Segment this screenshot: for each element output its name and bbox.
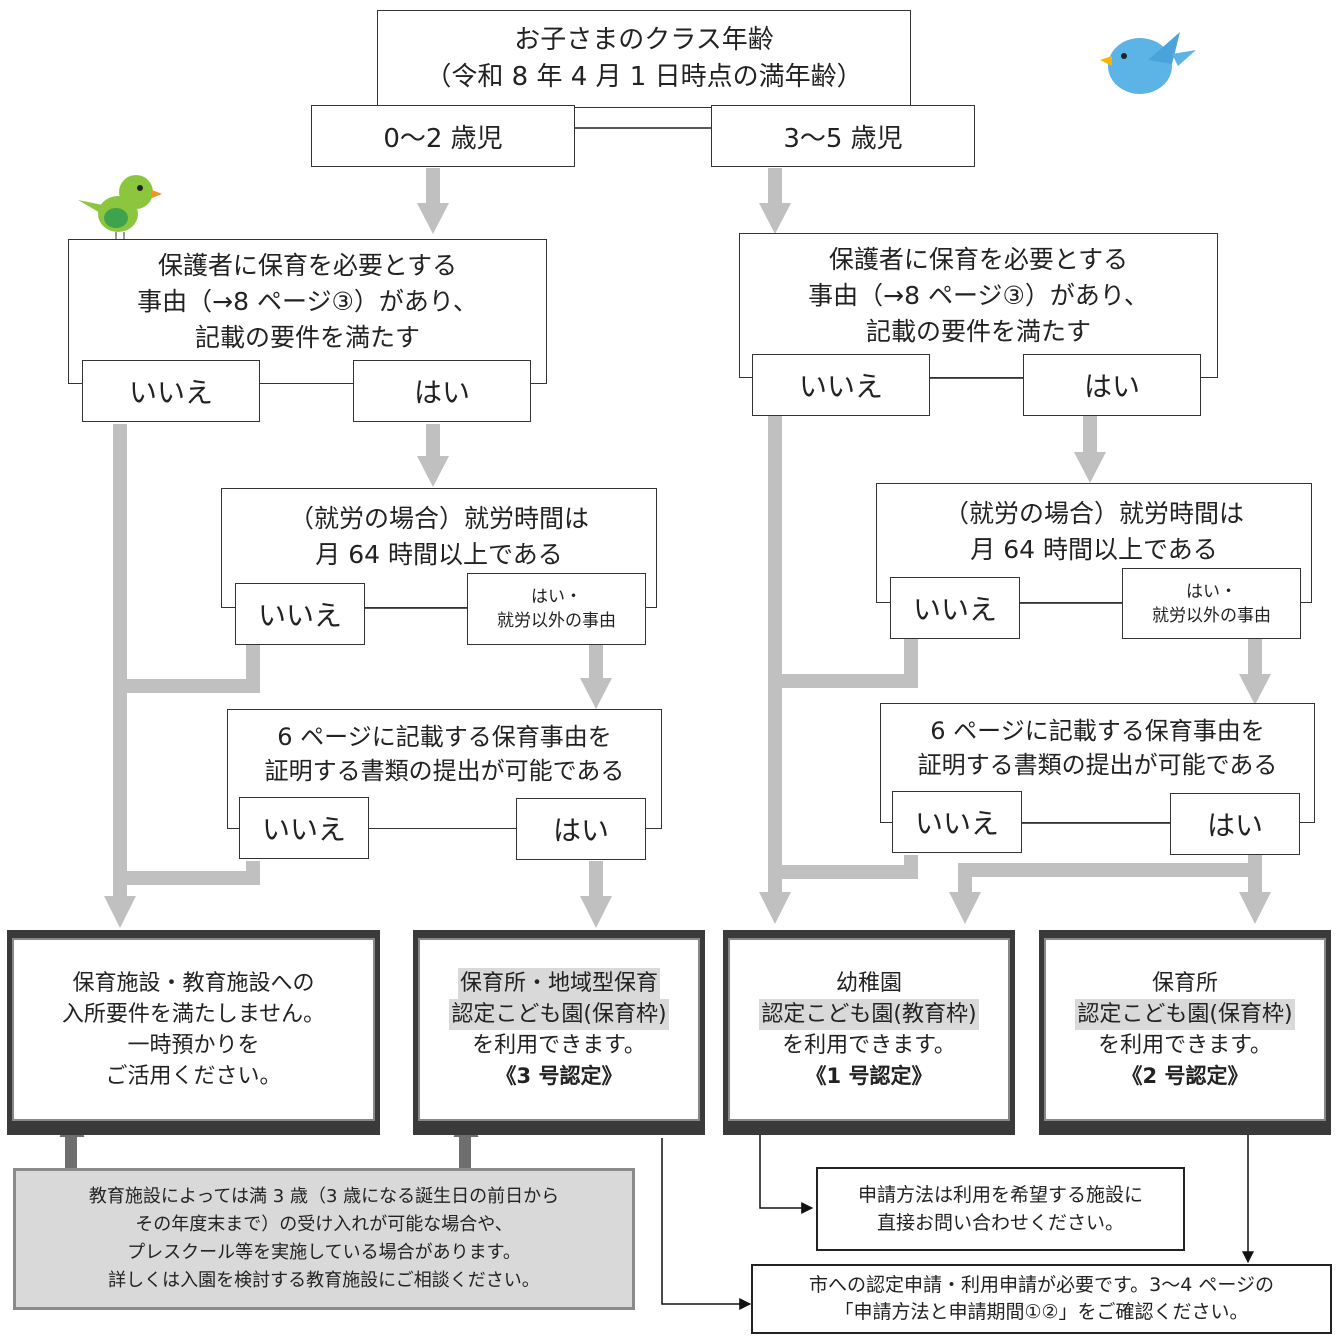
result-3go: 保育所・地域型保育 認定こども園(保育枠) を利用できます。 《3 号認定》 — [413, 930, 705, 1135]
blue-bird-icon — [1100, 32, 1196, 94]
result-1-line-1: 保育施設・教育施設への — [72, 970, 315, 996]
result-1-line-2: 入所要件を満たしません。 — [61, 1001, 326, 1027]
q2-left-yes: はい・ 就労以外の事由 — [467, 573, 646, 645]
result-1-line-4: ご活用ください。 — [105, 1063, 282, 1089]
q3-left-no: いいえ — [239, 797, 369, 859]
result-3go-cert: 《3 号認定》 — [495, 1063, 623, 1088]
q1-right-text: 保護者に保育を必要とする 事由（→8 ページ③）があり、 記載の要件を満たす — [808, 245, 1149, 346]
q3-right-yes: はい — [1170, 793, 1300, 855]
q2-left-no: いいえ — [235, 583, 365, 645]
q3-left-text: 6 ページに記載する保育事由を 証明する書類の提出が可能である — [264, 723, 625, 785]
q2-right-no: いいえ — [890, 577, 1020, 639]
class-age-title: お子さまのクラス年齢 — [514, 25, 774, 55]
age-0-2-box: 0〜2 歳児 — [311, 105, 575, 167]
green-bird-icon — [78, 175, 162, 240]
note-kindergarten-exception: 教育施設によっては満 3 歳（3 歳になる誕生日の前日から その年度末まで）の受… — [13, 1168, 635, 1310]
result-2go: 保育所 認定こども園(保育枠) を利用できます。 《2 号認定》 — [1039, 930, 1331, 1135]
result-1-line-3: 一時預かりを — [127, 1032, 260, 1058]
result-1go: 幼稚園 認定こども園(教育枠) を利用できます。 《1 号認定》 — [723, 930, 1015, 1135]
class-age-subtitle: （令和 8 年 4 月 1 日時点の満年齢） — [425, 62, 863, 92]
result-3go-facility-1: 保育所・地域型保育 — [457, 967, 660, 999]
q2-right-yes: はい・ 就労以外の事由 — [1122, 568, 1301, 639]
result-1go-cert: 《1 号認定》 — [805, 1063, 933, 1088]
q3-left-yes: はい — [516, 798, 646, 860]
result-2go-facility-1: 保育所 — [1151, 970, 1218, 996]
age-3-5-box: 3〜5 歳児 — [711, 105, 975, 167]
note-city-application: 市への認定申請・利用申請が必要です。3〜4 ページの 「申請方法と申請期間①②」… — [751, 1264, 1332, 1334]
result-not-eligible: 保育施設・教育施設への 入所要件を満たしません。 一時預かりを ご活用ください。 — [7, 930, 380, 1135]
note-contact-facility: 申請方法は利用を希望する施設に 直接お問い合わせください。 — [816, 1167, 1185, 1251]
q1-left-text: 保護者に保育を必要とする 事由（→8 ページ③）があり、 記載の要件を満たす — [137, 251, 478, 352]
result-1go-facility-2: 認定こども園(教育枠) — [759, 998, 979, 1030]
class-age-box: お子さまのクラス年齢 （令和 8 年 4 月 1 日時点の満年齢） — [377, 10, 911, 108]
q1-left-no: いいえ — [82, 360, 260, 422]
q2-left: （就労の場合）就労時間は 月 64 時間以上である — [221, 488, 657, 608]
q3-right-no: いいえ — [892, 791, 1022, 853]
q1-right-no: いいえ — [752, 354, 930, 416]
result-2go-can-use: を利用できます。 — [1098, 1032, 1272, 1058]
result-3go-facility-2: 認定こども園(保育枠) — [449, 998, 669, 1030]
result-1go-facility-1: 幼稚園 — [835, 970, 902, 996]
result-3go-can-use: を利用できます。 — [472, 1032, 646, 1058]
q1-left-yes: はい — [353, 360, 531, 422]
q1-right-yes: はい — [1023, 354, 1201, 416]
result-1go-can-use: を利用できます。 — [782, 1032, 956, 1058]
q1-right: 保護者に保育を必要とする 事由（→8 ページ③）があり、 記載の要件を満たす — [739, 233, 1218, 378]
result-2go-cert: 《2 号認定》 — [1121, 1063, 1249, 1088]
q2-left-text: （就労の場合）就労時間は 月 64 時間以上である — [288, 504, 589, 569]
result-2go-facility-2: 認定こども園(保育枠) — [1075, 998, 1295, 1030]
q2-right-text: （就労の場合）就労時間は 月 64 時間以上である — [943, 499, 1244, 564]
q1-left: 保護者に保育を必要とする 事由（→8 ページ③）があり、 記載の要件を満たす — [68, 239, 547, 384]
q3-right-text: 6 ページに記載する保育事由を 証明する書類の提出が可能である — [917, 717, 1278, 779]
